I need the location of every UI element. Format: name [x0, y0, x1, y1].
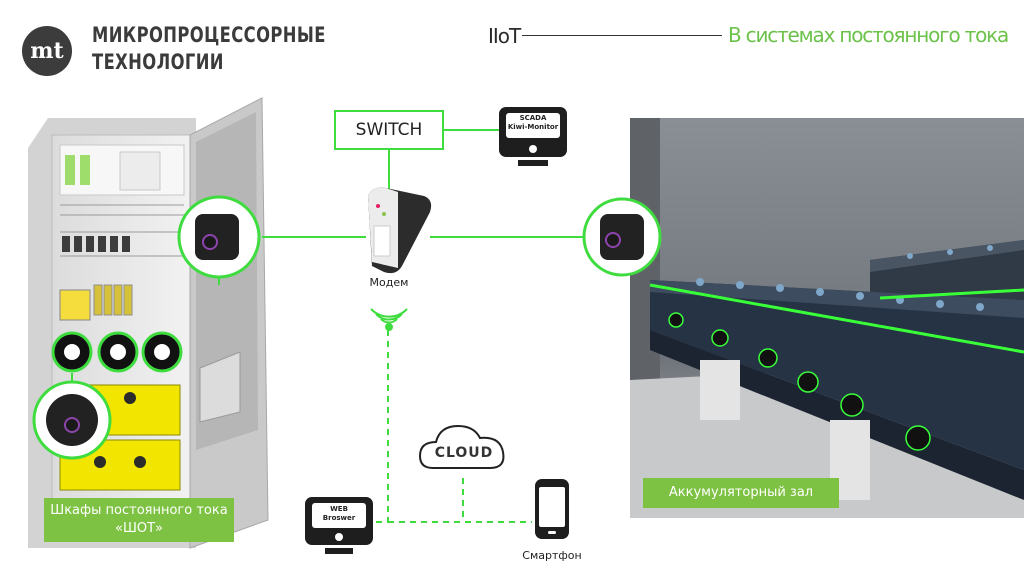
scada-monitor-icon	[499, 107, 567, 166]
wireless-icon	[370, 308, 408, 331]
section-title: В системах постоянного тока	[728, 23, 1009, 47]
web-screen-text: WEB Broswer	[311, 505, 367, 523]
cloud-icon	[418, 424, 505, 469]
modem-label: Модем	[369, 276, 409, 289]
battery-room-label: Аккумуляторный зал	[643, 478, 839, 508]
connection-lines	[71, 129, 584, 523]
smartphone-label: Смартфон	[522, 549, 582, 562]
scada-line1: SCADA	[519, 114, 547, 122]
dc-cabinet-illustration	[28, 97, 269, 549]
scada-line2: Kiwi-Monitor	[507, 123, 559, 131]
battery-room-photo	[630, 118, 1024, 518]
sensor-row	[51, 331, 183, 373]
logo-mark: mt	[30, 38, 64, 64]
company-logo: mt	[22, 26, 72, 76]
company-name: МИКРОПРОЦЕССОРНЫЕ ТЕХНОЛОГИИ	[92, 22, 326, 76]
iiot-label: IIoT	[488, 24, 521, 48]
modem-web-link	[374, 330, 389, 523]
web-browser-monitor-icon	[305, 497, 373, 554]
company-name-line1: МИКРОПРОЦЕССОРНЫЕ	[92, 23, 326, 47]
web-line1: WEB	[330, 505, 348, 513]
network-switch-box: SWITCH	[334, 110, 444, 150]
company-name-line2: ТЕХНОЛОГИИ	[92, 50, 224, 74]
scada-screen-text: SCADA Kiwi-Monitor	[505, 114, 561, 132]
switch-label: SWITCH	[355, 120, 423, 140]
cloud-label: CLOUD	[434, 445, 494, 461]
cabinet-sensors	[32, 195, 261, 460]
cabinet-label: Шкафы постоянного тока «ШОТ»	[44, 498, 234, 542]
modem-device	[368, 187, 432, 274]
web-line2: Broswer	[322, 514, 356, 522]
header-divider	[522, 35, 722, 36]
smartphone-icon	[535, 479, 569, 539]
battery-sensor	[582, 197, 662, 277]
